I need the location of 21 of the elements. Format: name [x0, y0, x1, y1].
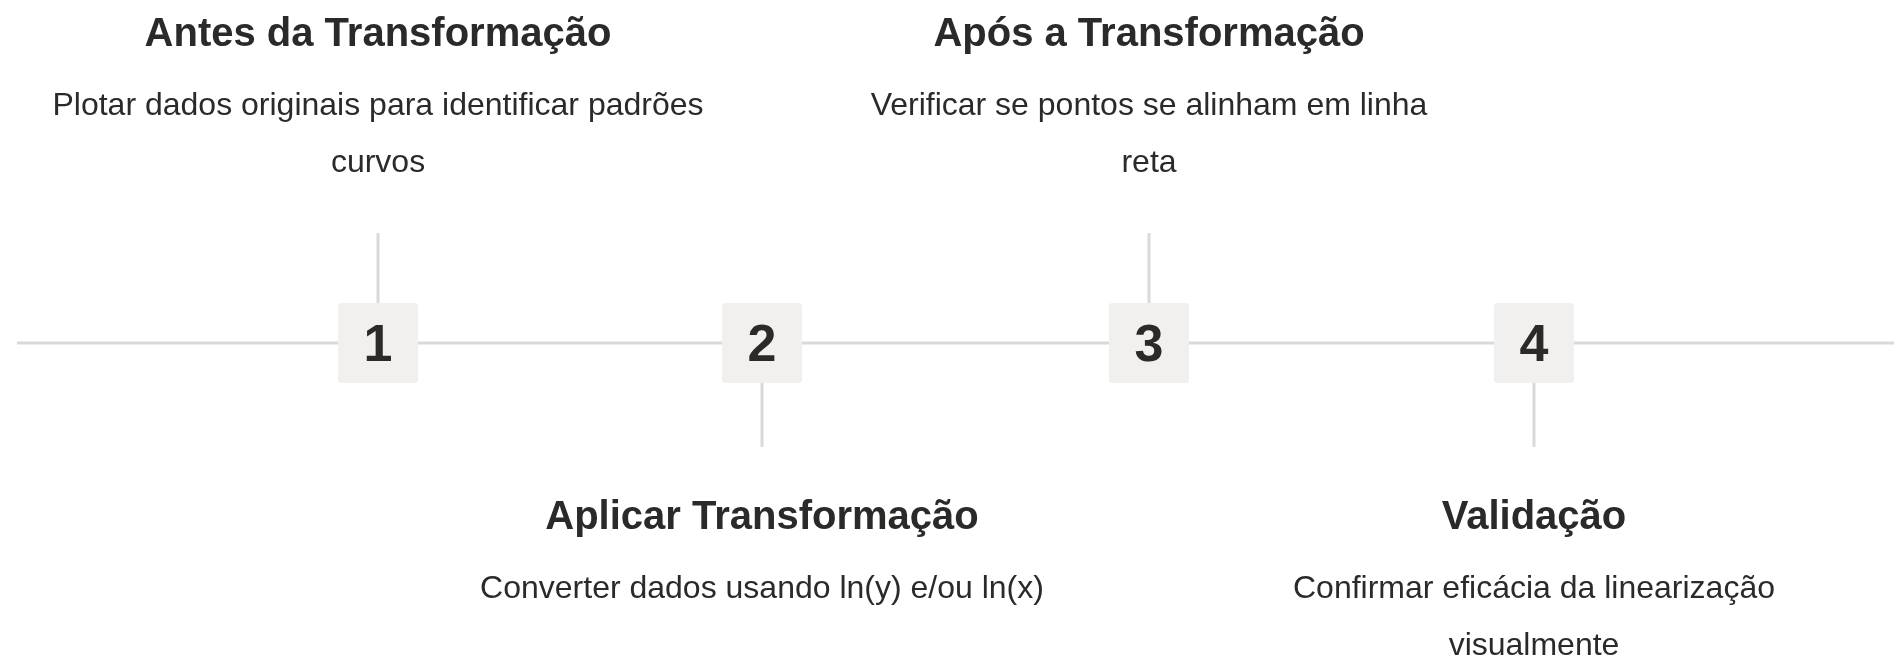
- step-title: Validação: [1441, 492, 1627, 539]
- step-number: 4: [1494, 303, 1574, 383]
- connector-line: [1574, 341, 1894, 345]
- connector-line: [17, 341, 338, 345]
- step-description: Converter dados usando ln(y) e/ou ln(x): [480, 568, 1044, 607]
- step-number: 1: [338, 303, 418, 383]
- connector-line: [1532, 383, 1536, 447]
- connector-line: [802, 341, 1109, 345]
- step-title: Aplicar Transformação: [545, 492, 979, 539]
- step-description: Confirmar eficácia da linearização visualmente: [1292, 568, 1776, 664]
- step-number: 2: [722, 303, 802, 383]
- connector-line: [376, 233, 380, 303]
- connector-line: [418, 341, 722, 345]
- step-number: 3: [1109, 303, 1189, 383]
- step-description: Plotar dados originais para identificar padrões curvos: [51, 85, 705, 181]
- connector-line: [760, 383, 764, 447]
- step-description: Verificar se pontos se alinham em linha reta: [869, 85, 1429, 181]
- step-title: Após a Transformação: [933, 9, 1365, 56]
- step-title: Antes da Transformação: [144, 9, 612, 56]
- connector-line: [1189, 341, 1494, 345]
- connector-line: [1147, 233, 1151, 303]
